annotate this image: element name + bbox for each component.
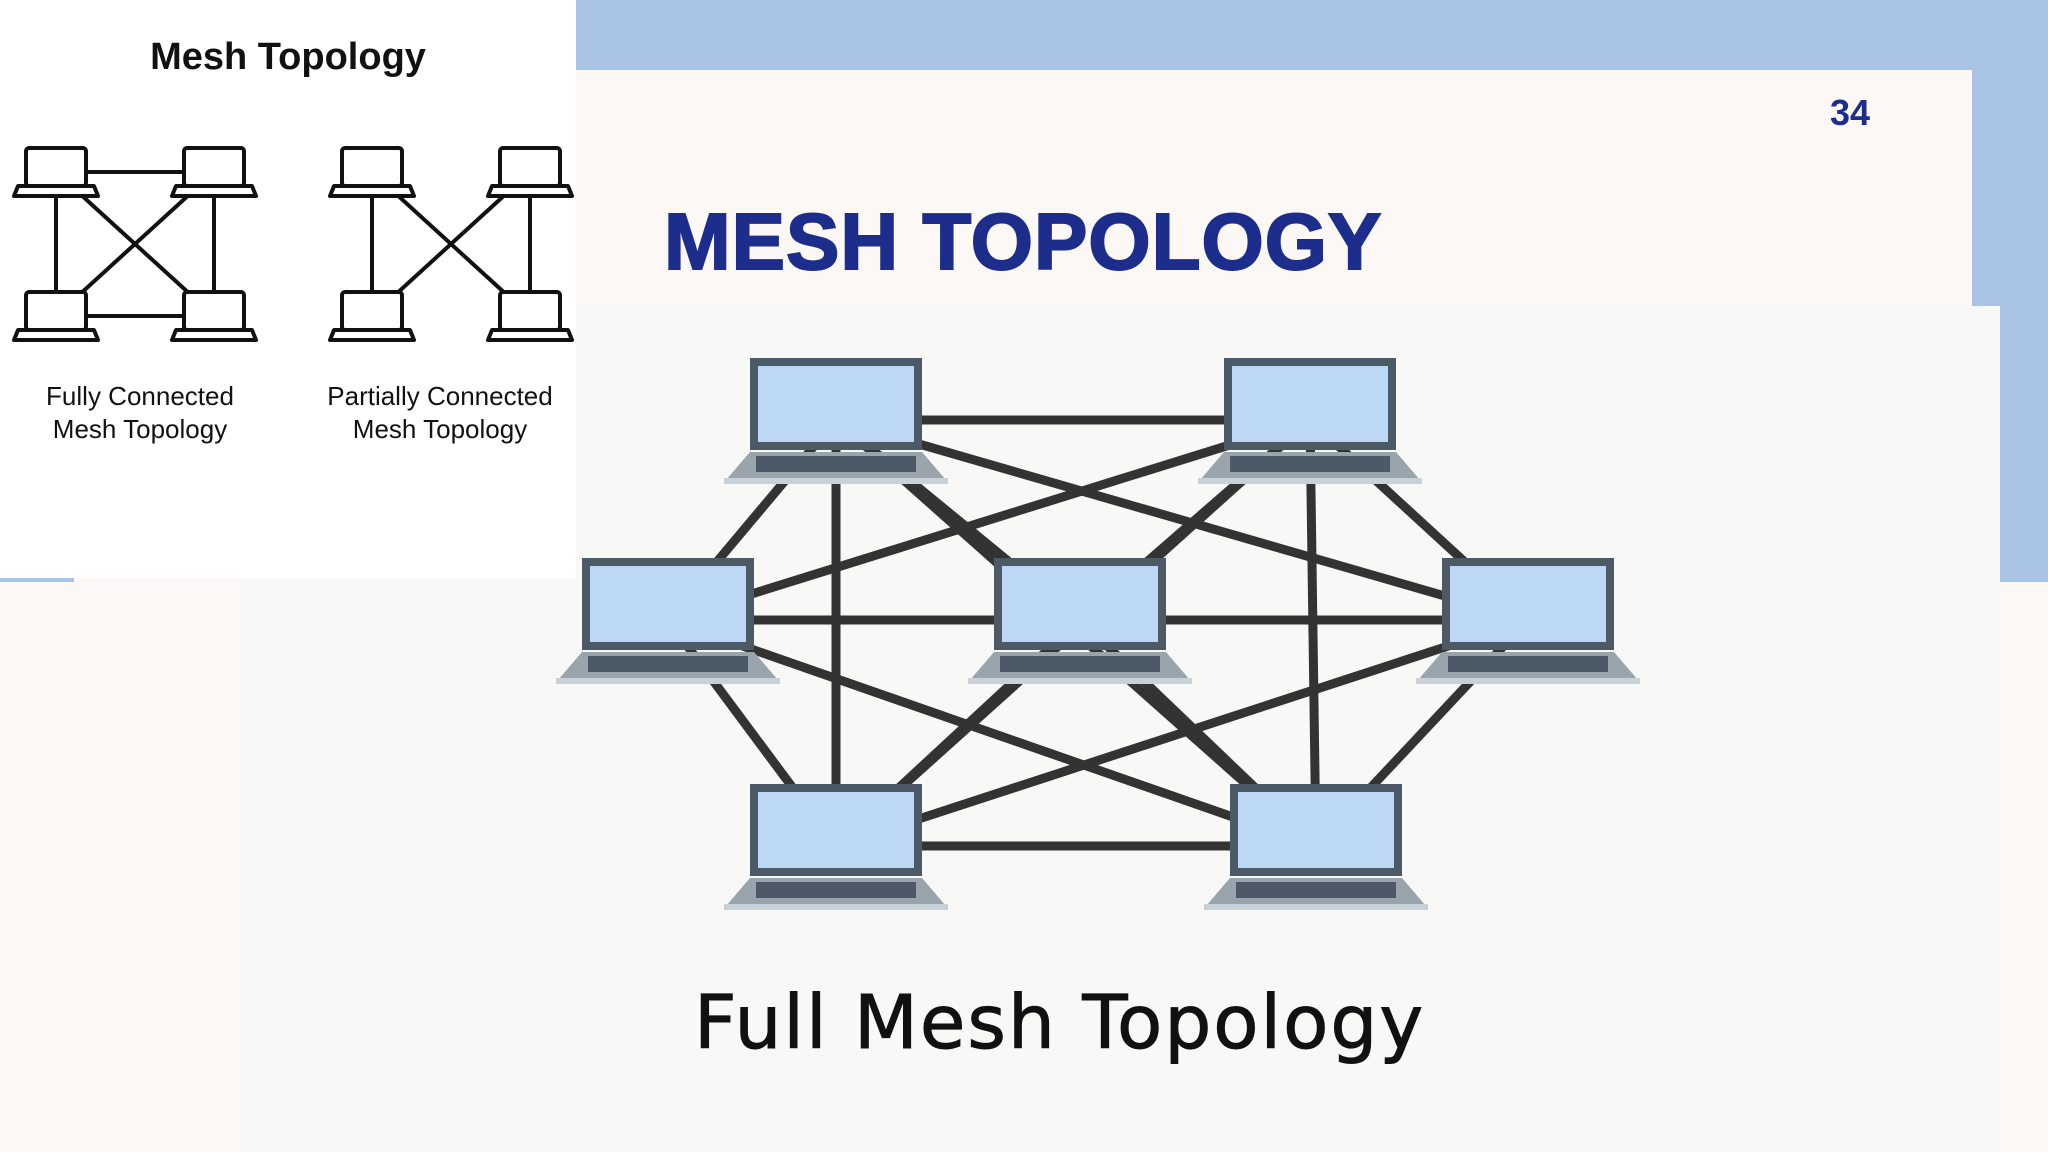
laptop-screen [182, 290, 246, 332]
laptop-edge [1198, 478, 1422, 484]
laptop-screen [182, 146, 246, 188]
laptop-screen [1238, 792, 1394, 868]
laptop-base [170, 184, 258, 198]
laptop-screen [340, 146, 404, 188]
laptop-screen [24, 146, 88, 188]
mesh-nodes [556, 358, 1640, 910]
laptop-icon [724, 358, 948, 484]
laptop-icon [12, 290, 100, 342]
laptop-screen [1002, 566, 1158, 642]
laptop-keyboard [756, 882, 916, 898]
laptop-base [170, 328, 258, 342]
inset-title: Mesh Topology [150, 36, 426, 78]
laptop-icon [12, 146, 100, 198]
mesh-link [831, 415, 1533, 625]
laptop-base [328, 328, 416, 342]
mesh-link [831, 615, 1533, 851]
laptop-edge [724, 904, 948, 910]
laptop-edge [724, 478, 948, 484]
laptop-icon [328, 290, 416, 342]
laptop-base [328, 184, 416, 198]
laptop-icon [486, 146, 574, 198]
slide-title: MESH TOPOLOGY [663, 196, 1383, 287]
laptop-screen [24, 290, 88, 332]
fully-connected-caption-line: Mesh Topology [52, 414, 228, 444]
laptop-screen [340, 290, 404, 332]
accent-band-top [576, 0, 1972, 70]
diagram-caption: Full Mesh Topology [693, 980, 1426, 1067]
laptop-edge [1416, 678, 1640, 684]
laptop-icon [170, 146, 258, 198]
laptop-icon [1198, 358, 1422, 484]
laptop-keyboard [1236, 882, 1396, 898]
laptop-icon [724, 784, 948, 910]
laptop-icon [486, 290, 574, 342]
laptop-base [12, 184, 100, 198]
laptop-edge [968, 678, 1192, 684]
laptop-screen [590, 566, 746, 642]
laptop-edge [1204, 904, 1428, 910]
laptop-icon [170, 290, 258, 342]
laptop-keyboard [1230, 456, 1390, 472]
partially-connected-caption-line: Mesh Topology [352, 414, 528, 444]
page-number: 34 [1830, 92, 1871, 133]
laptop-icon [1204, 784, 1428, 910]
inset-diagrams [12, 146, 574, 342]
mesh-link [663, 415, 1315, 625]
laptop-screen [1450, 566, 1606, 642]
inset-card [0, 0, 576, 578]
laptop-screen [758, 792, 914, 868]
fully-connected-caption-line: Fully Connected [46, 381, 234, 411]
laptop-keyboard [588, 656, 748, 672]
laptop-icon [328, 146, 416, 198]
laptop-edge [556, 678, 780, 684]
laptop-icon [1416, 558, 1640, 684]
laptop-screen [1232, 366, 1388, 442]
laptop-screen [498, 290, 562, 332]
laptop-base [12, 328, 100, 342]
laptop-keyboard [756, 456, 916, 472]
laptop-icon [968, 558, 1192, 684]
laptop-keyboard [1000, 656, 1160, 672]
mesh-link [1305, 415, 1321, 851]
partially-connected-caption-line: Partially Connected [327, 381, 553, 411]
laptop-base [486, 328, 574, 342]
inset-links [54, 170, 532, 318]
laptop-base [486, 184, 574, 198]
accent-band-left [0, 574, 74, 582]
mesh-link [663, 615, 1321, 851]
inset-nodes [12, 146, 574, 342]
laptop-icon [556, 558, 780, 684]
slide-card [576, 70, 1972, 310]
laptop-keyboard [1448, 656, 1608, 672]
laptop-screen [758, 366, 914, 442]
laptop-screen [498, 146, 562, 188]
